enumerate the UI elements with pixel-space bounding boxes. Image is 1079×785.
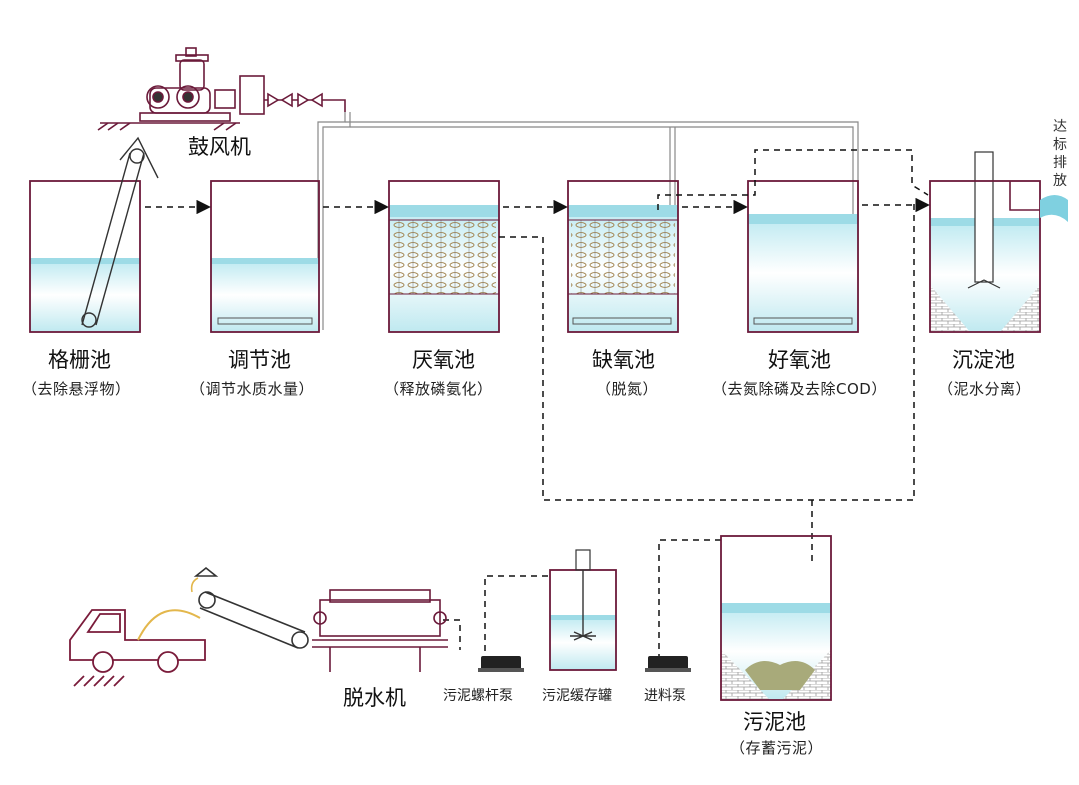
sludge-tank-name: 污泥池 — [743, 710, 806, 734]
anoxic-tank — [567, 180, 679, 333]
settling-tank — [929, 151, 1068, 333]
feed-pump-label: 进料泵 — [644, 688, 686, 704]
tank-name-aerobic: 好氧池 — [768, 348, 831, 372]
tank-desc-anoxic: （脱氮） — [596, 380, 659, 398]
dewater-label: 脱水机 — [343, 686, 406, 710]
equalization-tank — [210, 180, 320, 333]
flow-arrows — [145, 197, 930, 215]
anaerobic-tank — [388, 180, 500, 333]
feed-pump-icon — [645, 656, 691, 672]
belt-conveyor — [190, 566, 309, 649]
sludge-buffer-tank — [549, 549, 617, 671]
tank-name-screen: 格栅池 — [48, 348, 111, 372]
discharge-label: 达标排放 — [1053, 119, 1067, 189]
screw-pump-label: 污泥螺杆泵 — [443, 688, 513, 704]
blower-label: 鼓风机 — [188, 135, 251, 159]
sludge-truck — [69, 609, 206, 687]
tank-desc-equalization: （调节水质水量） — [190, 380, 315, 398]
tank-name-anoxic: 缺氧池 — [592, 348, 655, 372]
screen-tank — [29, 136, 159, 333]
sludge-tank — [720, 535, 832, 701]
sludge-tank-desc: （存蓄污泥） — [730, 739, 824, 757]
tank-desc-settling: （泥水分离） — [938, 380, 1032, 398]
tank-name-equalization: 调节池 — [228, 348, 291, 372]
tank-desc-anaerobic: （释放磷氨化） — [384, 380, 493, 398]
tank-desc-aerobic: （去氮除磷及去除COD） — [712, 380, 887, 398]
bar-screen — [81, 136, 159, 328]
discharge-flow-icon — [1040, 195, 1068, 222]
tank-name-settling: 沉淀池 — [952, 348, 1015, 372]
blower — [97, 47, 346, 131]
tank-name-anaerobic: 厌氧池 — [412, 348, 475, 372]
dewatering-machine — [312, 589, 448, 672]
screw-pump-icon — [478, 656, 524, 672]
return-lines — [443, 149, 929, 660]
buffer-tank-label: 污泥缓存罐 — [542, 688, 612, 704]
aerobic-tank — [747, 180, 859, 333]
tank-desc-screen: （去除悬浮物） — [22, 380, 131, 398]
